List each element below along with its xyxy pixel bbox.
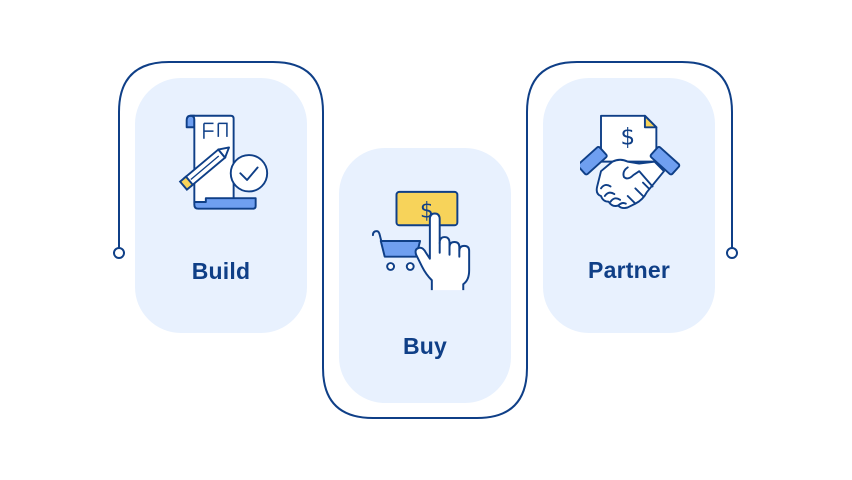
step-card-partner: $ Partner	[543, 78, 715, 333]
step-label-buy: Buy	[402, 333, 448, 359]
hand-tap-dollar-cart-icon: $	[371, 190, 471, 291]
svg-text:$: $	[620, 124, 635, 150]
step-card-buy: $ Buy	[339, 148, 511, 403]
start-node	[113, 247, 125, 259]
end-node	[726, 247, 738, 259]
step-label-build: Build	[191, 258, 251, 284]
step-card-build: Build	[135, 78, 307, 333]
step-label-partner: Partner	[588, 257, 670, 283]
handshake-contract-icon: $	[580, 114, 681, 210]
blueprint-pencil-checkmark-icon	[178, 114, 269, 210]
